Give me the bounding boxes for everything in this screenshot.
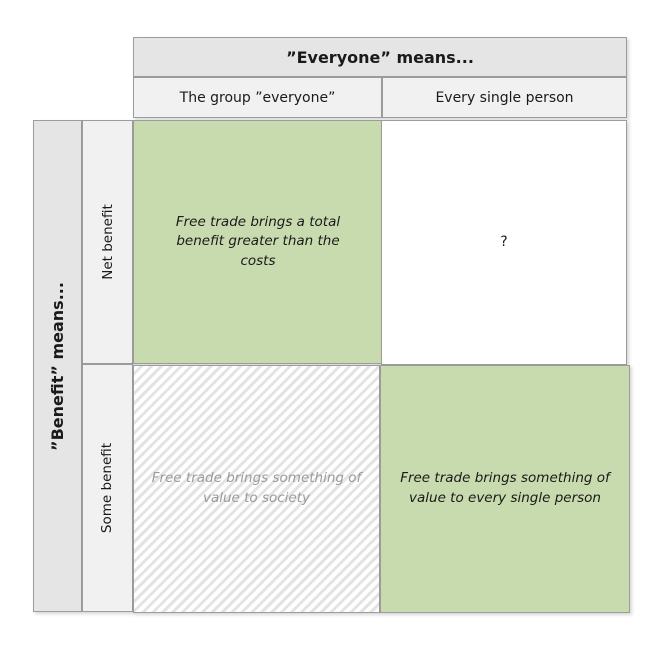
column-header-label: The group ”everyone”: [179, 89, 336, 106]
column-header-group-everyone: The group ”everyone”: [133, 77, 382, 118]
cell-net-benefit-every-single-person: ?: [381, 120, 627, 365]
cell-text: Free trade brings a total benefit greate…: [175, 213, 341, 269]
cell-text: Free trade brings something of value to …: [151, 470, 362, 506]
left-axis-title: ”Benefit” means...: [48, 281, 67, 451]
row-header-net-benefit: Net benefit: [82, 120, 133, 364]
left-axis-header: ”Benefit” means...: [33, 120, 82, 612]
top-axis-title: ”Everyone” means...: [286, 47, 474, 67]
cell-some-benefit-every-single-person: Free trade brings something of value to …: [380, 365, 630, 613]
row-header-label: Net benefit: [99, 204, 116, 280]
question-mark-text: ?: [500, 234, 508, 251]
column-header-label: Every single person: [435, 89, 574, 106]
column-header-every-single-person: Every single person: [382, 77, 627, 118]
row-header-label: Some benefit: [99, 442, 116, 534]
cell-net-benefit-group-everyone: Free trade brings a total benefit greate…: [133, 120, 383, 364]
top-axis-header: ”Everyone” means...: [133, 37, 627, 77]
cell-text: Free trade brings something of value to …: [400, 470, 610, 506]
row-header-some-benefit: Some benefit: [82, 364, 133, 612]
cell-some-benefit-group-everyone: Free trade brings something of value to …: [133, 365, 380, 613]
